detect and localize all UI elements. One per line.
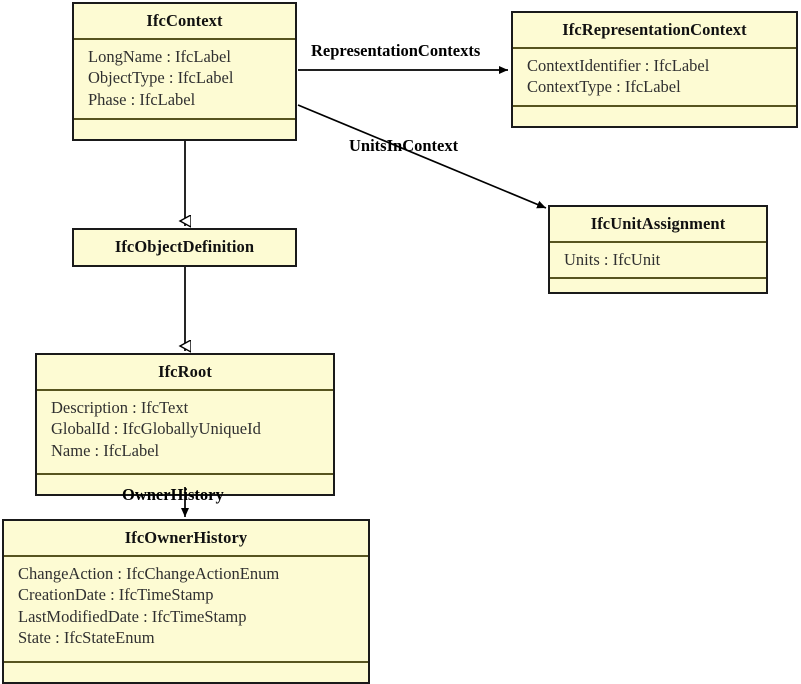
attribute-row: Phase : IfcLabel	[88, 89, 196, 109]
attribute-row: State : IfcStateEnum	[18, 628, 155, 648]
attribute-row: ContextType : IfcLabel	[527, 77, 681, 97]
class-title-ifcunitassignment: IfcUnitAssignment	[550, 207, 766, 243]
class-title-ifcrepresentationcontext: IfcRepresentationContext	[513, 13, 796, 49]
class-box-ifcrepresentationcontext[interactable]: IfcRepresentationContext ContextIdentifi…	[511, 11, 798, 128]
class-title-ifcobjectdefinition: IfcObjectDefinition	[114, 237, 255, 256]
class-title-ifccontext: IfcContext	[74, 4, 295, 40]
attribute-row: ObjectType : IfcLabel	[88, 68, 234, 88]
attribute-row: CreationDate : IfcTimeStamp	[18, 585, 214, 605]
class-title-ifcownerhistory: IfcOwnerHistory	[4, 521, 368, 557]
class-attributes-ifcrepresentationcontext: ContextIdentifier : IfcLabel ContextType…	[513, 49, 796, 107]
edge-label-units-in-context: UnitsInContext	[349, 136, 459, 155]
attribute-row: ChangeAction : IfcChangeActionEnum	[18, 564, 280, 583]
attribute-row: ContextIdentifier : IfcLabel	[527, 56, 710, 75]
class-title-ifcroot: IfcRoot	[37, 355, 333, 391]
attribute-row: Units : IfcUnit	[564, 250, 661, 269]
class-box-ifcobjectdefinition[interactable]: IfcObjectDefinition	[72, 228, 297, 267]
class-box-ifcroot[interactable]: IfcRoot Description : IfcText GlobalId :…	[35, 353, 335, 496]
attribute-row: GlobalId : IfcGloballyUniqueId	[51, 419, 261, 439]
attribute-row: Description : IfcText	[51, 398, 189, 417]
class-box-ifcownerhistory[interactable]: IfcOwnerHistory ChangeAction : IfcChange…	[2, 519, 370, 684]
class-attributes-ifcroot: Description : IfcText GlobalId : IfcGlob…	[37, 391, 333, 475]
attribute-row: LongName : IfcLabel	[88, 47, 231, 66]
class-attributes-ifccontext: LongName : IfcLabel ObjectType : IfcLabe…	[74, 40, 295, 120]
class-box-ifcunitassignment[interactable]: IfcUnitAssignment Units : IfcUnit	[548, 205, 768, 294]
attribute-row: Name : IfcLabel	[51, 440, 160, 460]
edge-label-owner-history: OwnerHistory	[122, 485, 224, 504]
attribute-row: LastModifiedDate : IfcTimeStamp	[18, 606, 247, 626]
edge-units-in-context	[297, 104, 547, 209]
class-attributes-ifcunitassignment: Units : IfcUnit	[550, 243, 766, 280]
class-attributes-ifcownerhistory: ChangeAction : IfcChangeActionEnum Creat…	[4, 557, 368, 663]
class-box-ifccontext[interactable]: IfcContext LongName : IfcLabel ObjectTyp…	[72, 2, 297, 141]
edge-label-representation-contexts: RepresentationContexts	[311, 41, 481, 60]
